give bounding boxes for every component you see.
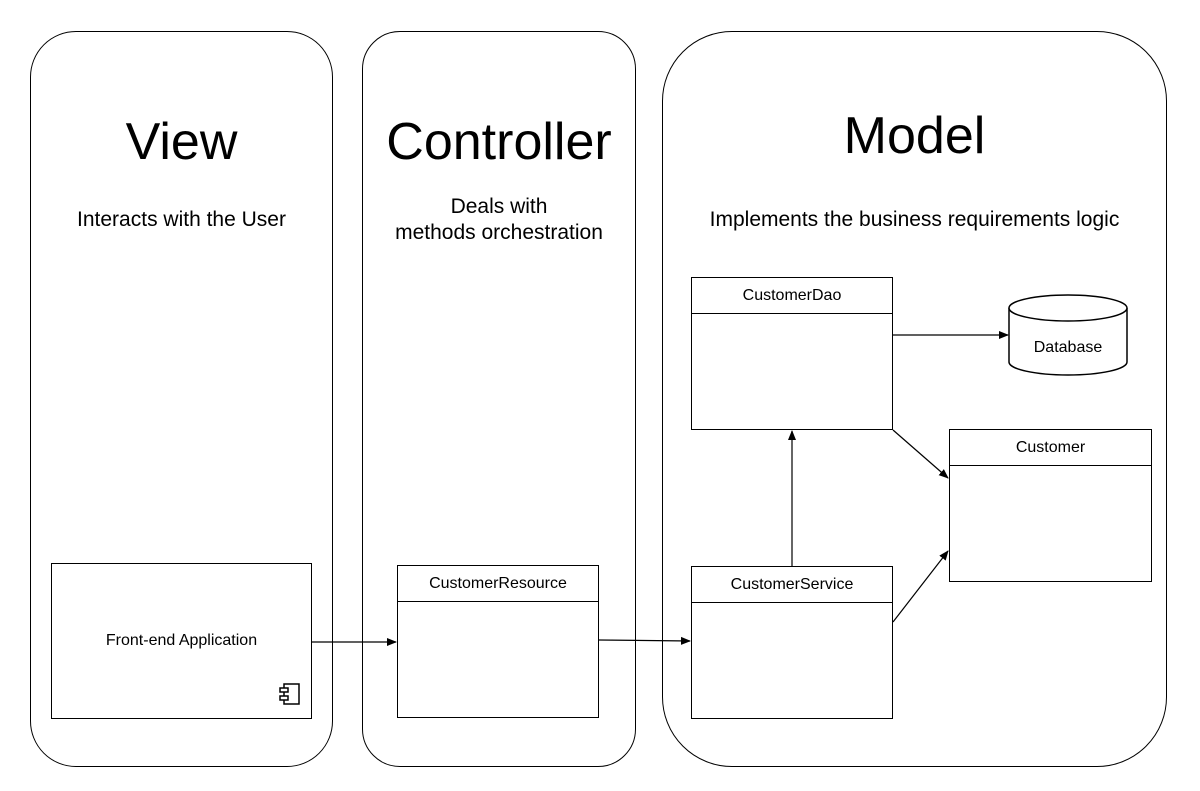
controller-title: Controller — [386, 113, 612, 171]
controller-description: Deals with methods orchestration — [395, 195, 603, 244]
customer-header: Customer — [950, 430, 1151, 466]
view-description: Interacts with the User — [77, 208, 286, 231]
customer-resource-class[interactable]: CustomerResource — [397, 565, 599, 718]
model-title: Model — [843, 107, 986, 165]
model-description: Implements the business requirements log… — [709, 208, 1120, 231]
customer-class[interactable]: Customer — [949, 429, 1152, 582]
database-label: Database — [1033, 339, 1103, 356]
front-end-application-label: Front-end Application — [105, 632, 258, 649]
customer-service-header: CustomerService — [692, 567, 892, 603]
customer-service-class[interactable]: CustomerService — [691, 566, 893, 719]
view-title: View — [125, 113, 238, 171]
customer-resource-header: CustomerResource — [398, 566, 598, 602]
front-end-application-component[interactable]: Front-end Application — [51, 563, 312, 719]
customer-dao-class[interactable]: CustomerDao — [691, 277, 893, 430]
component-icon — [279, 683, 300, 705]
customer-dao-header: CustomerDao — [692, 278, 892, 314]
